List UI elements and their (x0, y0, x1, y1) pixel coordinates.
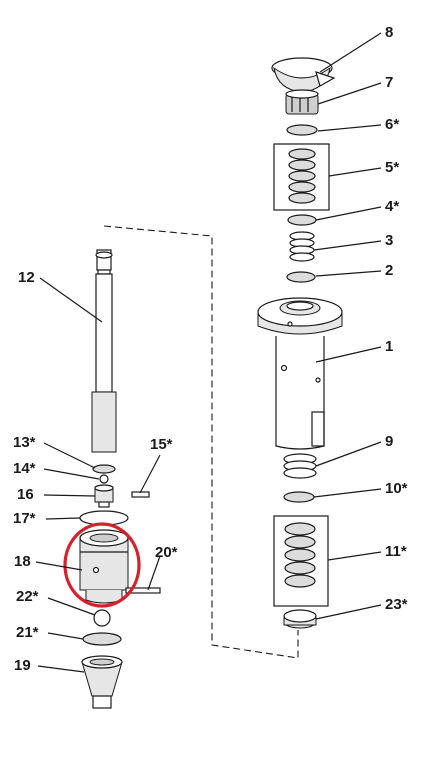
callout-13: 13* (13, 434, 36, 451)
callout-9: 9 (385, 433, 393, 450)
callout-18: 18 (14, 553, 31, 570)
part-13-ring (92, 464, 116, 474)
part-18-highlight (63, 522, 141, 608)
callout-23: 23* (385, 596, 408, 613)
part-11-box (273, 515, 329, 607)
part-1-body (257, 297, 343, 450)
part-11-packings (284, 522, 316, 588)
leader-lines (35, 32, 382, 673)
part-22-ball (93, 609, 111, 627)
part-4-ring (287, 214, 317, 226)
callout-22: 22* (16, 588, 39, 605)
callout-3: 3 (385, 232, 393, 249)
assembly-path (103, 225, 299, 659)
callout-1: 1 (385, 338, 393, 355)
part-8-cap (271, 57, 336, 93)
part-18-housing (79, 529, 129, 604)
part-9-spring (283, 453, 317, 479)
callout-20: 20* (155, 544, 178, 561)
callout-2: 2 (385, 262, 393, 279)
callout-11: 11* (385, 543, 407, 560)
callout-7: 7 (385, 74, 393, 91)
callout-8: 8 (385, 24, 393, 41)
part-5-box (273, 143, 330, 211)
callout-12: 12 (18, 269, 35, 286)
part-23-ring (283, 609, 317, 629)
part-12-rod (91, 249, 117, 453)
callout-15: 15* (150, 436, 173, 453)
callout-19: 19 (14, 657, 31, 674)
callout-4: 4* (385, 198, 399, 215)
callout-5: 5* (385, 159, 399, 176)
callout-10: 10* (385, 480, 408, 497)
callout-6: 6* (385, 116, 399, 133)
part-10-ring (283, 491, 315, 503)
callout-21: 21* (16, 624, 39, 641)
part-6-ring (286, 124, 318, 136)
part-7-nut (285, 89, 319, 115)
part-5-packings (288, 148, 316, 204)
part-2-ring (286, 271, 316, 283)
part-16-seat (94, 484, 114, 508)
part-3-spring (289, 231, 315, 262)
part-20-pin (125, 587, 161, 594)
callout-labels: 8 7 6* 5* 4* 3 2 1 9 10* 11* 23* 12 13* … (13, 24, 408, 674)
part-21-ring (82, 632, 122, 646)
callout-16: 16 (17, 486, 34, 503)
part-19-outlet (81, 655, 123, 709)
callout-17: 17* (13, 510, 36, 527)
callout-14: 14* (13, 460, 36, 477)
part-14-ball (99, 474, 109, 484)
